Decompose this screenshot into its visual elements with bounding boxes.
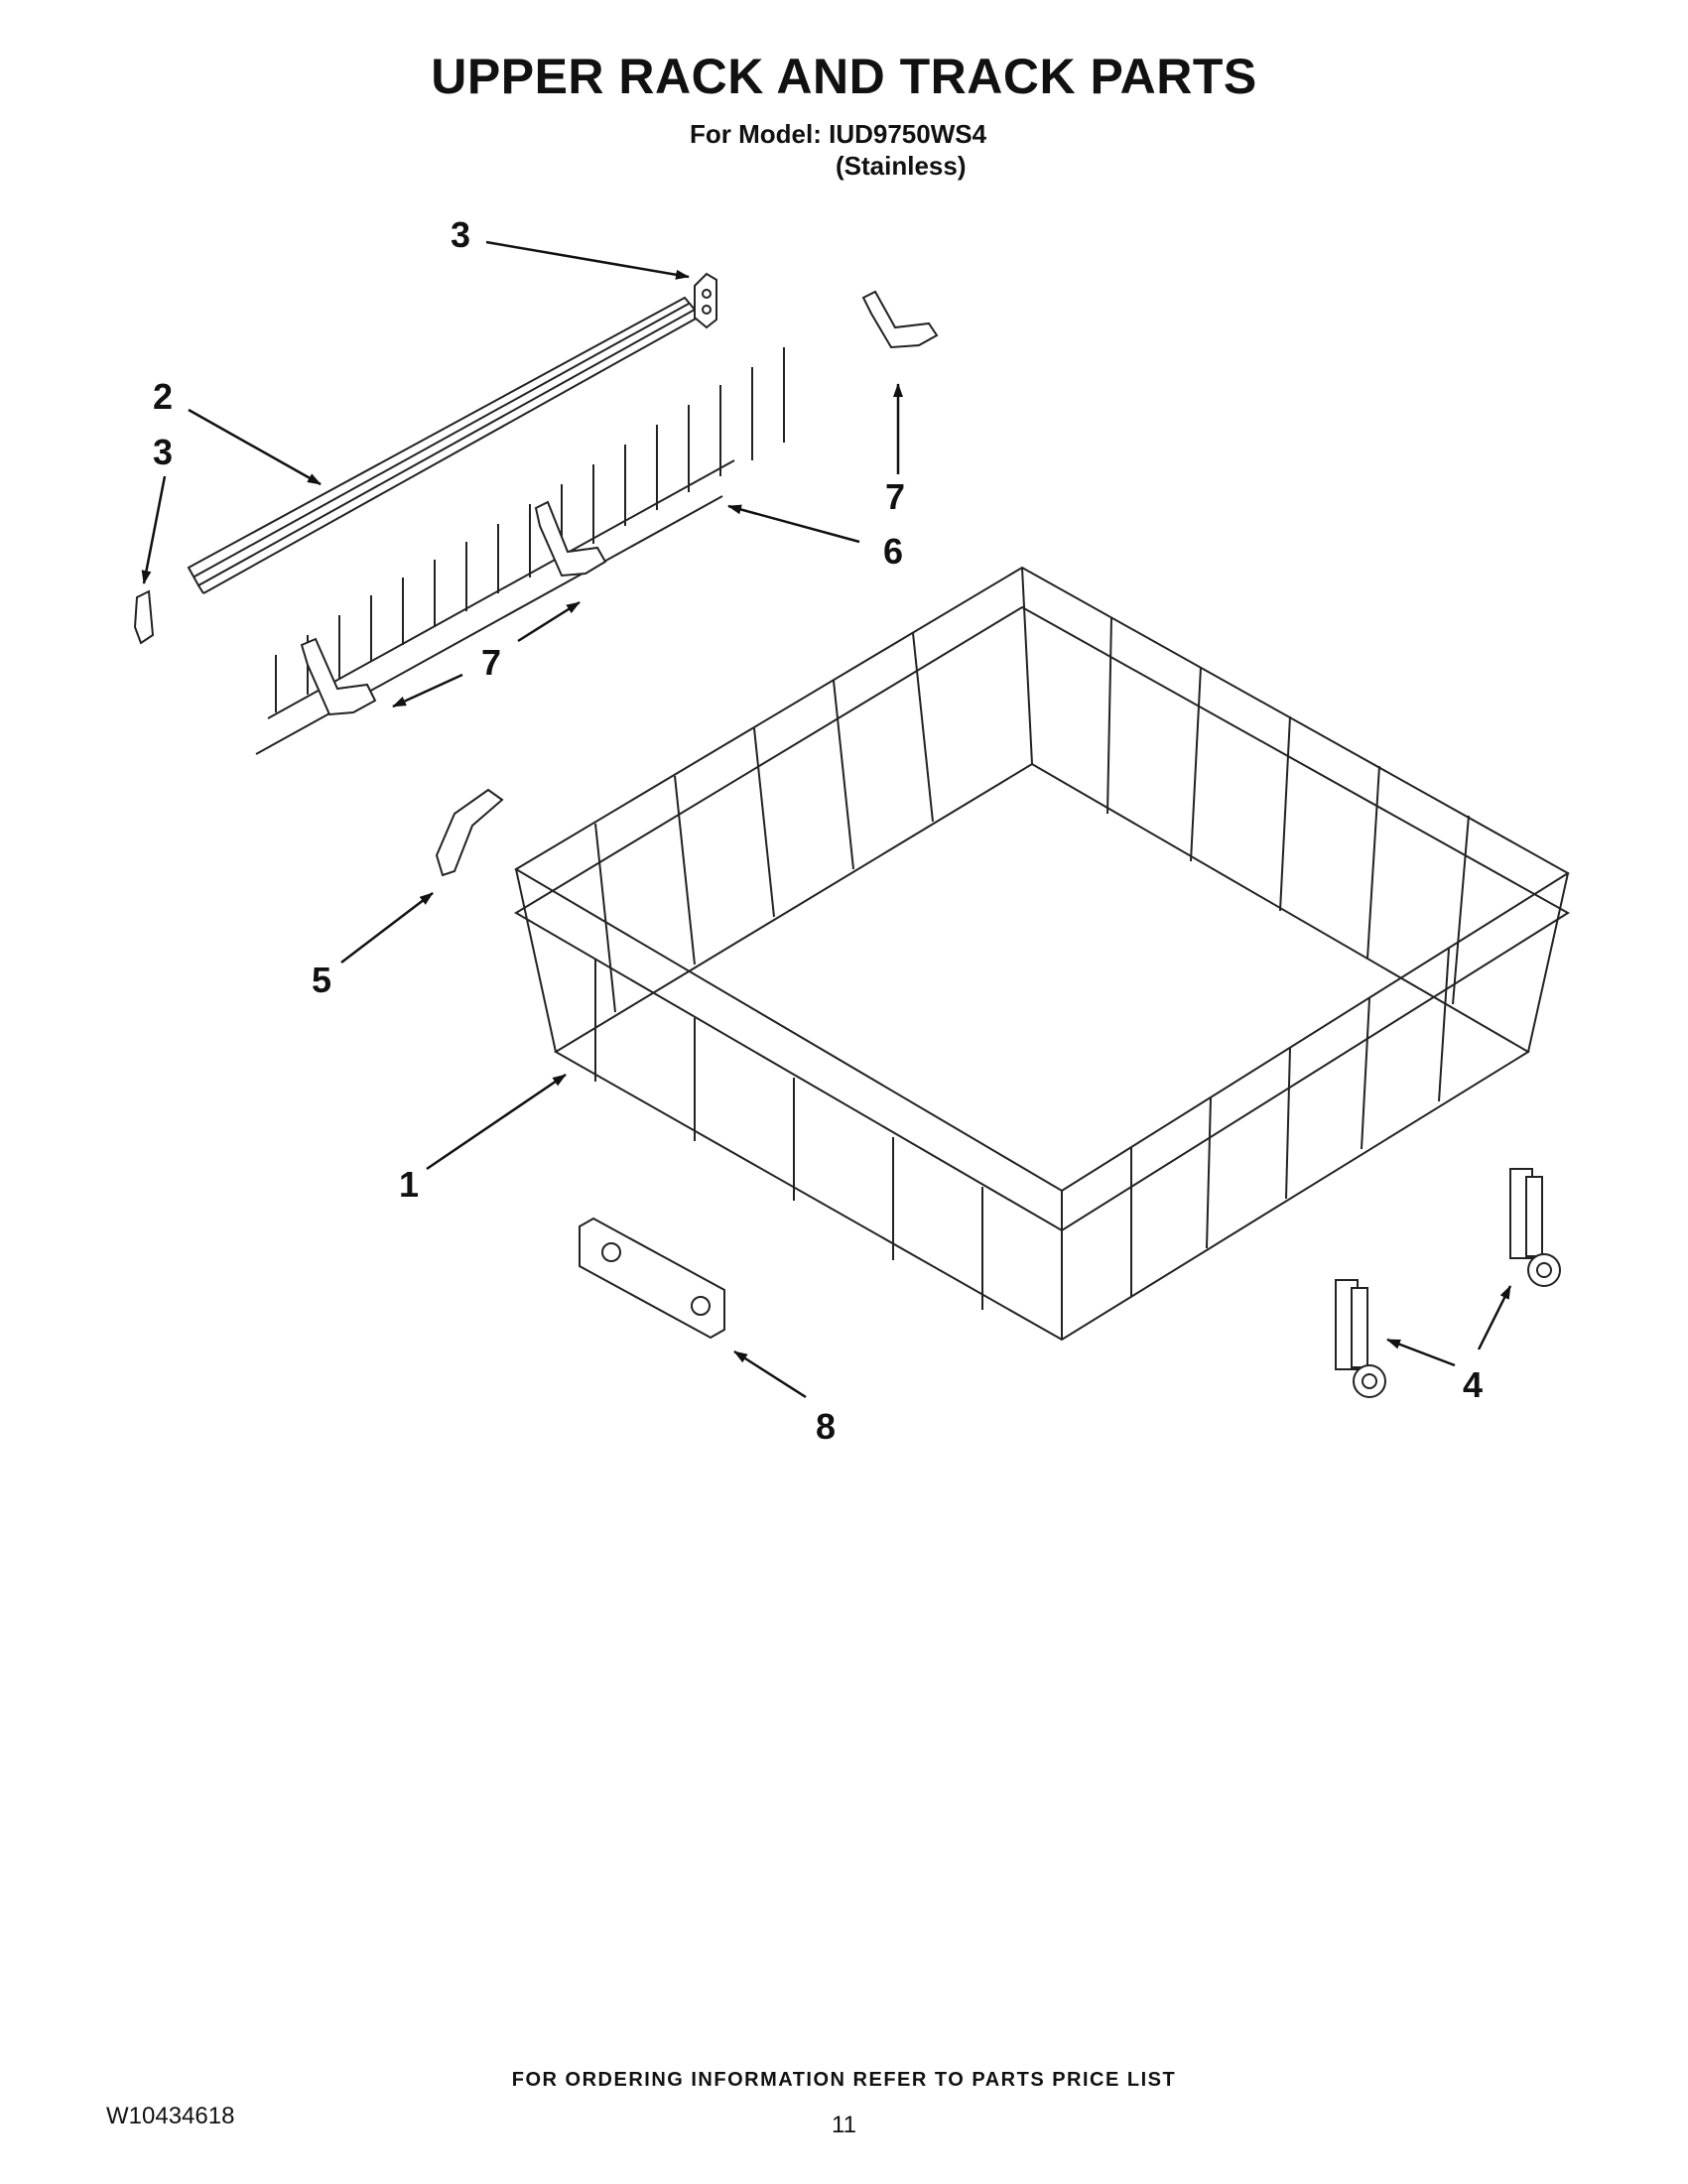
rack-basket-part [514,566,1570,1342]
leader-2 [188,408,322,486]
callout-8: 8 [816,1406,836,1447]
leader-3-top [485,240,690,280]
callout-7-top: 7 [885,476,905,517]
callout-4: 4 [1463,1364,1483,1405]
callout-6: 6 [883,531,903,572]
callout-7-middle: 7 [481,642,501,683]
document-number: W10434618 [106,2103,235,2129]
callout-1: 1 [399,1164,419,1205]
model-line: For Model: IUD9750WS4 [690,119,987,149]
leader-7-left [392,673,463,708]
clip-part-left [300,637,377,716]
callout-2: 2 [153,376,173,417]
ordering-note: FOR ORDERING INFORMATION REFER TO PARTS … [511,2069,1177,2091]
model-variant: (Stainless) [836,151,967,181]
leader-3-left [141,475,167,584]
leader-6 [727,504,860,544]
page-title: UPPER RACK AND TRACK PARTS [431,49,1257,104]
wheel-assembly-part-left [1335,1279,1386,1398]
callout-3-left: 3 [153,432,173,472]
leader-arrows [141,240,1512,1399]
callout-5: 5 [312,960,331,1000]
leader-8 [733,1349,807,1399]
clip-part-top [861,290,939,349]
callout-3-top: 3 [451,214,470,255]
leader-4-left [1386,1338,1456,1367]
clip-part-middle [534,500,607,578]
leader-7-right [517,600,581,643]
end-stop-part-left [133,589,155,645]
page-number: 11 [832,2112,856,2138]
adjuster-part [579,1217,725,1340]
leader-1 [426,1073,567,1171]
end-stop-part-top [694,272,717,329]
leader-4-right [1477,1285,1512,1350]
wheel-assembly-part-right [1509,1168,1561,1287]
track-rail-part [187,296,699,594]
handle-part [435,788,504,877]
leader-5 [340,892,434,964]
